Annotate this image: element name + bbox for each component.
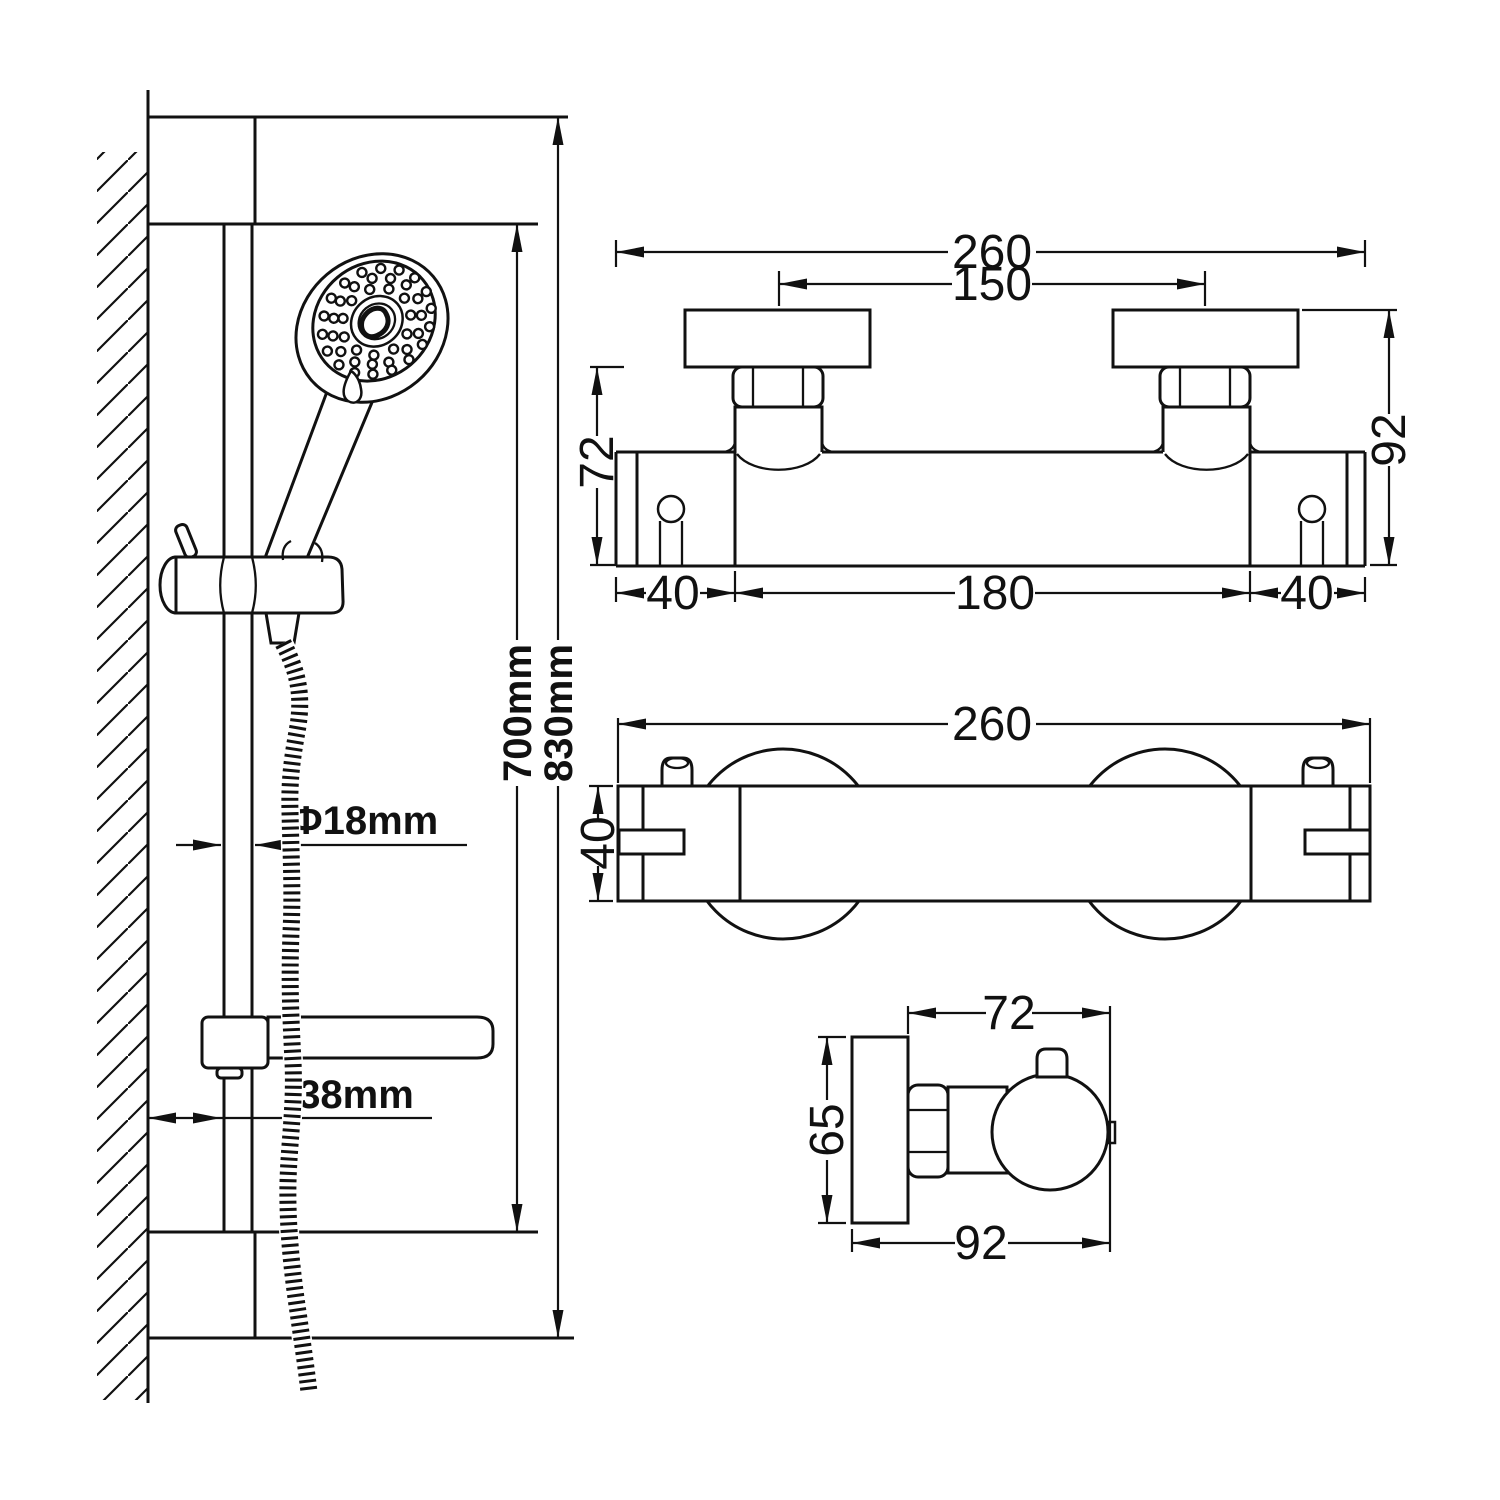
dim-label-connection-span: 180 xyxy=(955,567,1035,620)
hand-shower-handle xyxy=(260,378,375,585)
shower-rail-elevation: 830mm 700mm Φ18mm 38mm xyxy=(97,90,581,1403)
dim-label-plan-depth: 40 xyxy=(572,816,625,869)
hex-nut-right xyxy=(1158,365,1252,409)
rail-brackets xyxy=(148,115,574,1340)
dim-label-plan-width: 260 xyxy=(952,698,1032,751)
hang-hook xyxy=(342,369,363,404)
dim-rail-length: 700mm xyxy=(496,224,540,1232)
shower-hose xyxy=(274,638,319,1394)
wall xyxy=(97,90,150,1403)
dim-label-rail-diameter: Φ18mm xyxy=(290,799,438,843)
screw-hole-left xyxy=(656,494,686,524)
dim-total-height: 830mm xyxy=(537,117,581,1338)
side-view-dimensions: 72 65 92 xyxy=(801,987,1112,1270)
control-knob-side xyxy=(990,1072,1110,1192)
control-lever-right xyxy=(1303,828,1372,856)
dim-label-front-height: 92 xyxy=(1363,413,1416,466)
valve-body-plan xyxy=(616,784,1372,903)
valve-side-view: 72 65 92 xyxy=(801,987,1117,1270)
knob-tab xyxy=(1106,1120,1117,1145)
valve-body-front xyxy=(614,405,1367,568)
dim-label-left-margin: 40 xyxy=(646,567,699,620)
wall-hatching xyxy=(97,152,148,1400)
wall-plate-left xyxy=(683,308,872,369)
valve-plan-view: 260 40 xyxy=(572,698,1372,941)
dim-wall-offset: 38mm xyxy=(148,1073,432,1124)
plan-view-dimensions: 260 40 xyxy=(572,698,1372,903)
slide-rail xyxy=(222,224,254,1232)
cap-swirl xyxy=(359,305,391,340)
front-view-dimensions: 260 150 72 92 40 180 40 xyxy=(571,226,1416,620)
holder-lock-lever xyxy=(174,522,198,560)
dim-label-side-depth: 72 xyxy=(982,987,1035,1040)
control-lever-left xyxy=(617,828,686,856)
hose-nut xyxy=(264,611,301,645)
hex-nut-left xyxy=(731,365,825,409)
soap-dish xyxy=(200,1015,495,1080)
dim-label-wall-offset: 38mm xyxy=(298,1073,414,1117)
spray-nozzles xyxy=(316,262,437,380)
dim-label-connection-centers: 150 xyxy=(952,258,1032,311)
wall-plate-right xyxy=(1111,308,1300,369)
dim-label-overall-depth: 92 xyxy=(954,1217,1007,1270)
rail-slider-holder xyxy=(158,522,345,645)
hand-shower-head xyxy=(294,252,450,404)
dim-label-rail-length: 700mm xyxy=(496,644,540,782)
screw-hole-right xyxy=(1297,494,1327,524)
hex-nut-side xyxy=(906,1083,950,1179)
dim-label-front-width: 260 xyxy=(952,226,1032,279)
dim-rail-diameter: Φ18mm xyxy=(176,799,467,851)
valve-front-view: 260 150 72 92 40 180 40 xyxy=(571,226,1416,620)
wall-plate-side xyxy=(850,1035,910,1225)
dim-label-bracket-height: 65 xyxy=(801,1103,854,1156)
knob-button xyxy=(1035,1047,1069,1079)
dim-label-total-height: 830mm xyxy=(537,644,581,782)
dim-label-right-margin: 40 xyxy=(1280,567,1333,620)
dim-label-body-drop: 72 xyxy=(571,435,624,488)
hand-shower xyxy=(260,252,450,585)
